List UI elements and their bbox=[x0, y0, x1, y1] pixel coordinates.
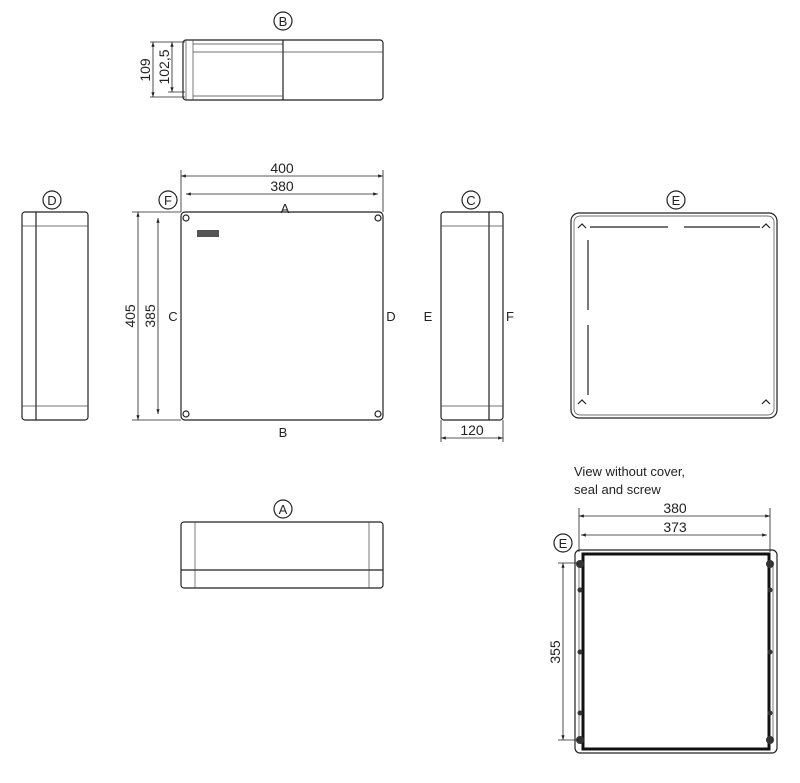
view-label-b: B bbox=[279, 14, 288, 29]
view-label-d: D bbox=[47, 193, 56, 208]
dim-400: 400 bbox=[270, 160, 294, 176]
dim-355: 355 bbox=[547, 640, 563, 664]
note-line-2: seal and screw bbox=[574, 482, 661, 497]
edge-label-e: E bbox=[424, 309, 433, 324]
view-label-a: A bbox=[279, 502, 288, 517]
side-view-c: C E F 120 bbox=[424, 190, 514, 442]
view-label-f: F bbox=[164, 193, 172, 208]
edge-label-c: C bbox=[168, 309, 177, 324]
note-line-1: View without cover, bbox=[574, 464, 685, 479]
side-view-d: D bbox=[21, 190, 89, 421]
dim-380: 380 bbox=[270, 178, 294, 194]
nameplate bbox=[197, 230, 219, 237]
edge-label-a: A bbox=[281, 201, 290, 216]
front-view: F 400 380 405 385 A B C D bbox=[122, 160, 396, 440]
dim-373: 373 bbox=[663, 519, 687, 535]
inside-view-e: E bbox=[570, 190, 778, 419]
open-view-e: View without cover, seal and screw 380 3… bbox=[547, 464, 778, 754]
edge-label-f: F bbox=[506, 309, 514, 324]
view-label-e: E bbox=[672, 193, 681, 208]
dim-405: 405 bbox=[122, 304, 138, 328]
edge-label-b: B bbox=[279, 425, 288, 440]
view-label-e-open: E bbox=[559, 536, 568, 551]
view-label-c: C bbox=[466, 193, 475, 208]
dim-120: 120 bbox=[460, 422, 484, 438]
dim-109: 109 bbox=[137, 58, 153, 82]
edge-label-d: D bbox=[386, 309, 395, 324]
top-view-b: B 109 102,5 bbox=[137, 11, 384, 101]
bottom-view-a: A bbox=[180, 499, 384, 589]
dim-102-5: 102,5 bbox=[156, 49, 172, 84]
dim-385: 385 bbox=[142, 304, 158, 328]
dim-380-open: 380 bbox=[663, 500, 687, 516]
